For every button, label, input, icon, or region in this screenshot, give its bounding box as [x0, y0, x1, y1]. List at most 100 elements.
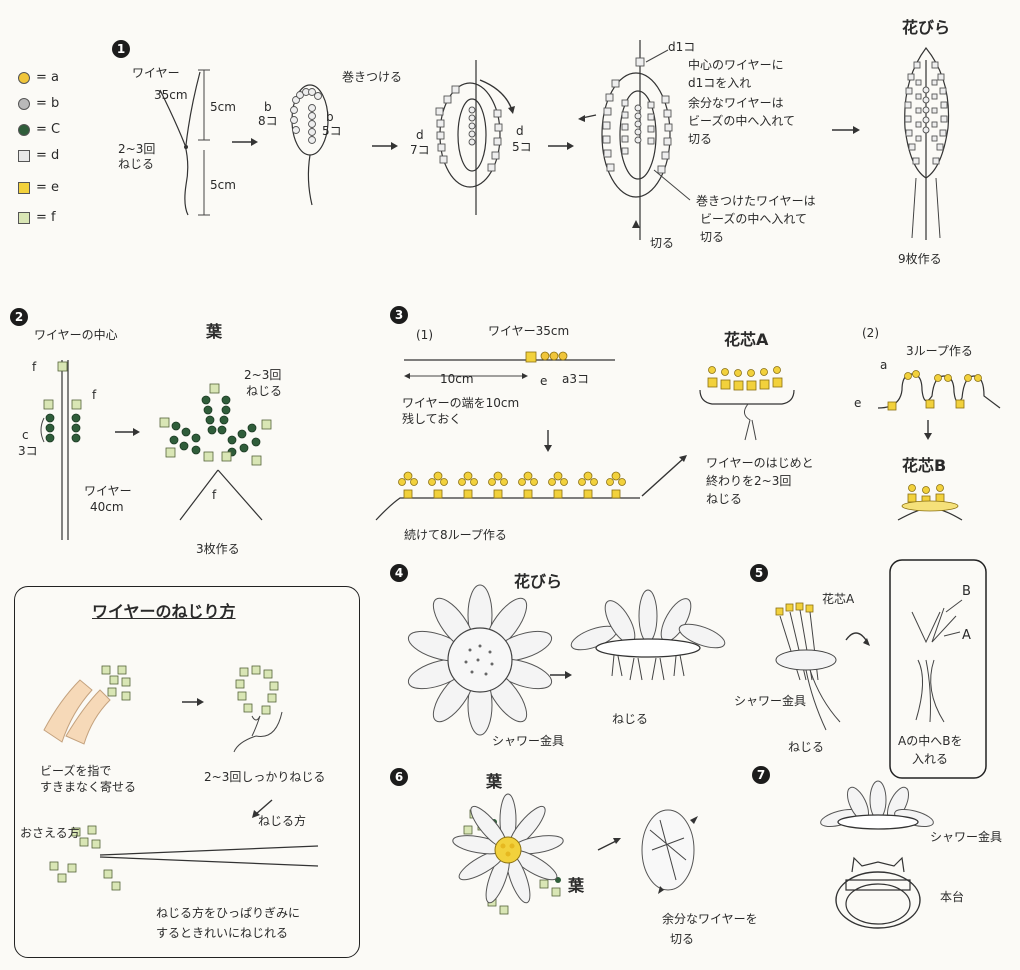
step6-arrow: [598, 838, 621, 850]
step3-a: a: [880, 358, 887, 372]
step1-b-label: b: [264, 100, 272, 114]
step2-twist-2: ねじる: [246, 384, 282, 398]
step2-wire: ワイヤー: [84, 484, 132, 498]
step3-twist-line2: 終わりを2~3回: [706, 474, 791, 488]
howto-note3-line1: ねじる方をひっぱりぎみに: [156, 906, 300, 920]
howto-twist-way: ねじる方: [258, 814, 306, 828]
step1-note1-line1: 中心のワイヤーに: [688, 58, 784, 72]
step4-number: 4: [390, 564, 408, 582]
step1-d1-label: d1コ: [668, 40, 695, 54]
step1-note2-line3: 切る: [700, 230, 724, 244]
step6-back-view: [642, 810, 698, 894]
step6-leaf-label-1: 葉: [486, 768, 502, 792]
step3-three-loops: [878, 371, 1000, 441]
step1-cut-label: 切る: [650, 236, 674, 250]
howto-note3-line2: するときれいにねじれる: [156, 926, 288, 940]
step1-note1-line4: ビーズの中へ入れて: [688, 114, 795, 128]
step1-d7-label: d: [416, 128, 424, 142]
step3-core-a-title: 花芯A: [724, 326, 768, 350]
step3-wire: ワイヤー35cm: [488, 324, 569, 338]
step1-b-count: 8コ: [258, 114, 278, 128]
step1-wrap-label: 巻きつける: [342, 70, 402, 84]
step3-loops8: 続けて8ループ作る: [404, 528, 507, 542]
step1-twist-label: 2~3回: [118, 142, 155, 156]
step5-number: 5: [750, 564, 768, 582]
step2-c-label: c: [22, 428, 29, 442]
step1-b5-count: 5コ: [322, 124, 342, 138]
step7-ring: [819, 781, 935, 928]
step1-number: 1: [112, 40, 130, 58]
step3-twist-line3: ねじる: [706, 492, 742, 506]
step5-b-label: B: [962, 584, 971, 600]
step1-note2-line2: ビーズの中へ入れて: [700, 212, 807, 226]
step1-note1-line5: 切る: [688, 132, 712, 146]
step2-wire-diagram: [41, 360, 81, 540]
step3-e-label: e: [540, 374, 547, 388]
howto-note2: 2~3回しっかりねじる: [204, 770, 325, 784]
step3-a-label: a3コ: [562, 372, 589, 386]
step5-assembly: [776, 603, 870, 730]
howto-note1-line2: すきまなく寄せる: [40, 780, 136, 794]
step1-twist-label-2: ねじる: [118, 157, 154, 171]
step1-length-bottom: 5cm: [210, 178, 236, 192]
step1-loop-b: [291, 85, 329, 205]
step1-make9: 9枚作る: [898, 252, 942, 266]
step1-loop-d: [436, 60, 515, 215]
step5-note-line2: 入れる: [912, 752, 948, 766]
step6-number: 6: [390, 768, 408, 786]
step7-number: 7: [752, 766, 770, 784]
step2-f-label-1: f: [32, 360, 36, 374]
step1-wire-label: ワイヤー: [132, 66, 180, 80]
step3-core-b-title: 花芯B: [902, 452, 946, 476]
step1-b5-label: b: [326, 110, 334, 124]
step1-arrow-2: [372, 142, 398, 150]
step2-twist-1: 2~3回: [244, 368, 281, 382]
step1-note1-line3: 余分なワイヤーは: [688, 96, 784, 110]
step2-c-count: 3コ: [18, 444, 38, 458]
step7-shower-label: シャワー金具: [930, 830, 1002, 844]
step6-cut-line2: 切る: [670, 932, 694, 946]
howto-title: ワイヤーのねじり方: [92, 598, 236, 622]
howto-hold: おさえる方: [20, 826, 80, 840]
step1-length-top: 5cm: [210, 100, 236, 114]
step1-d7-count: 7コ: [410, 143, 430, 157]
step2-f-label-2: f: [92, 388, 96, 402]
step5-core-a: 花芯A: [822, 592, 854, 606]
step2-f-label-3: f: [212, 488, 216, 502]
step5-shower: シャワー金具: [734, 694, 806, 708]
step1-petal-complete: [578, 40, 690, 240]
step5-a-label: A: [962, 628, 971, 644]
step6-leaf-label-2: 葉: [568, 872, 584, 896]
step4-flower-top: [405, 585, 555, 735]
howto-note1-line1: ビーズを指で: [40, 764, 111, 778]
step1-arrow-1: [232, 138, 258, 146]
step2-number: 2: [10, 308, 28, 326]
step1-d5-label: d: [516, 124, 524, 138]
step3-twist-line1: ワイヤーのはじめと: [706, 456, 814, 470]
step3-length-10: 10cm: [440, 372, 474, 386]
step2-arrow: [115, 428, 140, 436]
step2-make3: 3枚作る: [196, 542, 240, 556]
step5-twist: ねじる: [788, 740, 824, 754]
loop-row: [399, 472, 626, 498]
step3-note-line1: ワイヤーの端を10cm: [402, 396, 519, 410]
step1-petal-title: 花びら: [902, 14, 950, 38]
step3-wire-diagram: [376, 352, 687, 520]
step4-twist-label: ねじる: [612, 712, 648, 726]
step3-sub2: (2): [862, 326, 879, 340]
step7-base-label: 本台: [940, 890, 964, 904]
step1-petal-final: [905, 48, 949, 240]
step3-number: 3: [390, 306, 408, 324]
step1-note2-line1: 巻きつけたワイヤーは: [696, 194, 816, 208]
step1-wire-length: 35cm: [154, 88, 188, 102]
step4-arrow: [550, 671, 572, 679]
step1-d5-count: 5コ: [512, 140, 532, 154]
step4-petal-label: 花びら: [514, 568, 562, 592]
step3-e: e: [854, 396, 861, 410]
step2-title: 葉: [206, 318, 222, 342]
step6-flower-with-leaves: [451, 794, 564, 914]
step1-note1-line2: d1コを入れ: [688, 76, 751, 90]
step3-note-line2: 残しておく: [402, 412, 461, 426]
step4-flower-side: [568, 590, 727, 680]
step1-arrow-3: [548, 142, 574, 150]
